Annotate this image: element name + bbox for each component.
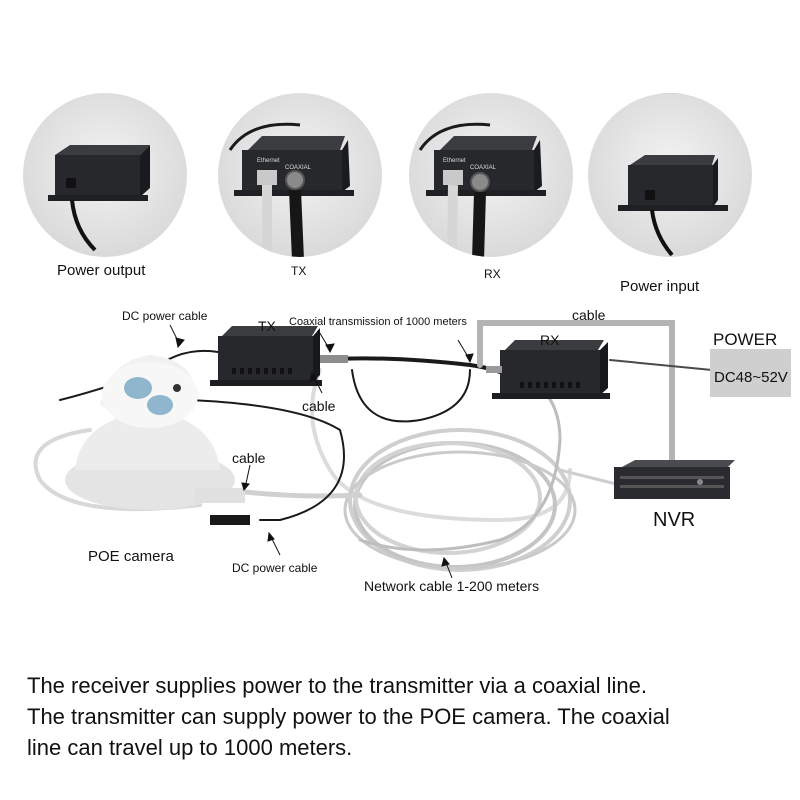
label-nvr: NVR	[653, 509, 696, 531]
description-line-3: line can travel up to 1000 meters.	[27, 735, 353, 760]
photo-tx	[218, 93, 382, 257]
tx-port-coaxial: COAXIAL	[285, 165, 312, 171]
caption-rx: RX	[484, 267, 501, 281]
label-network-cable: Network cable 1-200 meters	[364, 578, 540, 594]
label-cable-left: cable	[232, 450, 266, 466]
caption-tx: TX	[291, 264, 307, 278]
caption-power-output: Power output	[57, 262, 146, 279]
rx-device	[486, 340, 610, 399]
label-coaxial-transmission: Coaxial transmission of 1000 meters	[289, 316, 467, 328]
label-tx: TX	[258, 318, 276, 334]
description-line-1: The receiver supplies power to the trans…	[27, 673, 647, 698]
description-line-2: The transmitter can supply power to the …	[27, 704, 670, 729]
photo-power-output	[23, 93, 187, 257]
poe-camera	[65, 355, 250, 525]
caption-power-input: Power input	[620, 278, 700, 295]
label-poe-camera: POE camera	[88, 548, 174, 565]
nvr-device	[614, 460, 735, 499]
cables	[33, 320, 713, 572]
photo-power-input	[588, 93, 752, 257]
tx-port-ethernet: Ethernet	[257, 158, 280, 164]
tx-device	[210, 326, 348, 386]
photo-rx	[409, 93, 573, 257]
label-dc-power-cable-bottom: DC power cable	[232, 561, 318, 575]
annotation-arrows	[169, 324, 474, 579]
rx-port-ethernet: Ethernet	[443, 158, 466, 164]
rx-port-coaxial: COAXIAL	[470, 165, 497, 171]
label-dc-power-cable-top: DC power cable	[122, 309, 208, 323]
label-cable-top: cable	[572, 307, 606, 323]
power-box	[710, 349, 791, 397]
label-power-value: DC48~52V	[714, 369, 788, 386]
description-text: The receiver supplies power to the trans…	[27, 670, 787, 763]
label-cable-middle: cable	[302, 398, 336, 414]
label-rx: RX	[540, 332, 560, 348]
label-power: POWER	[713, 330, 778, 349]
